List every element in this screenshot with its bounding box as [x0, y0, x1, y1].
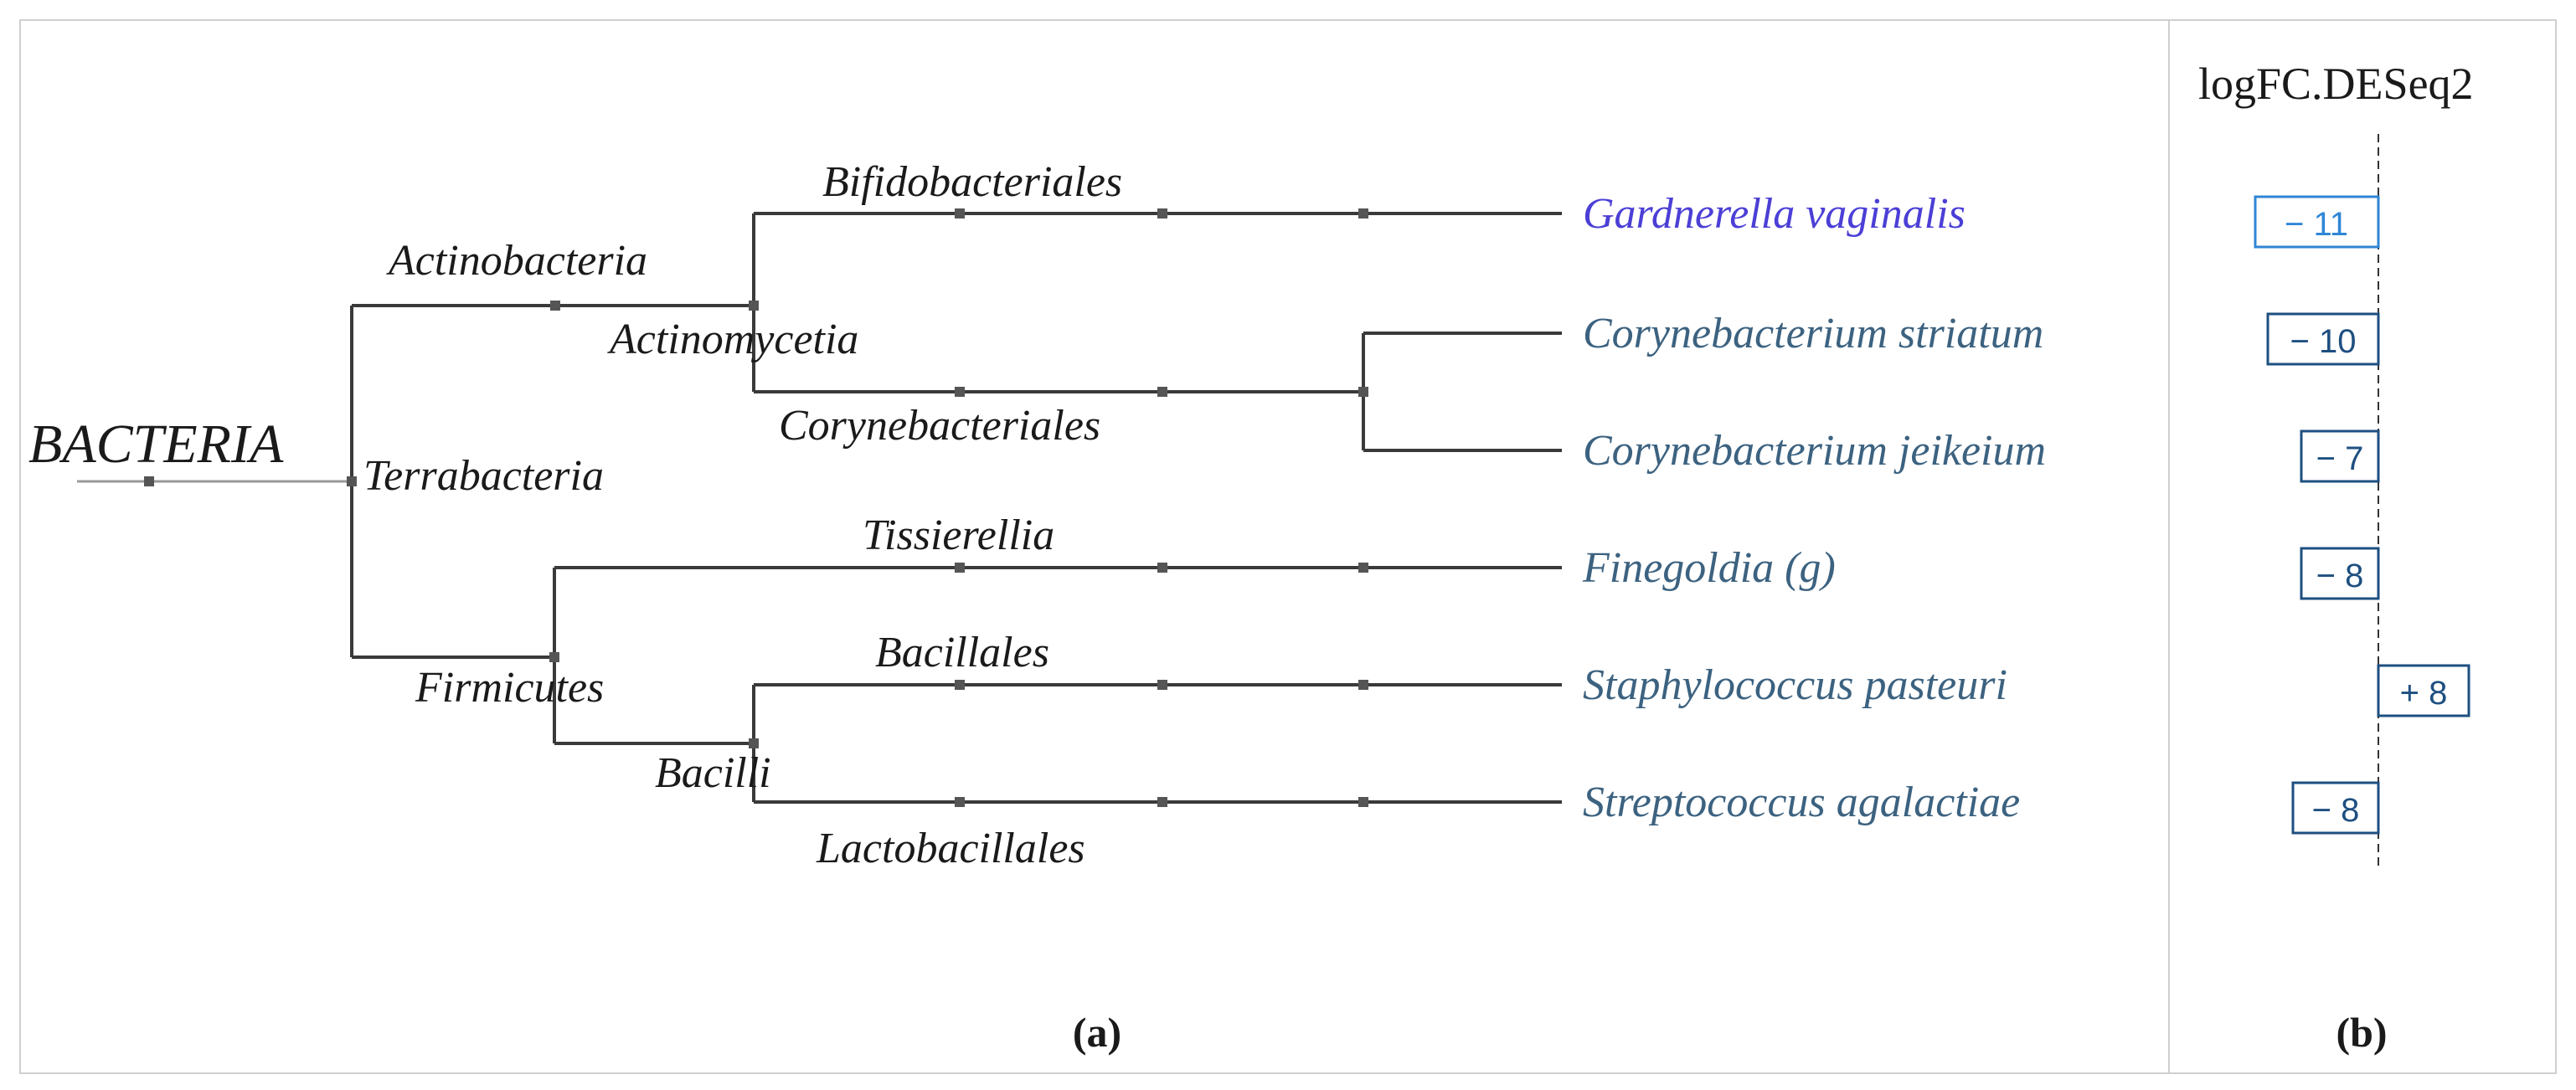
node-label-bacillales: Bacillales: [875, 629, 1049, 676]
node-label-firmicutes: Firmicutes: [415, 664, 604, 712]
node-dot: [955, 563, 965, 573]
node-dot: [1358, 387, 1368, 397]
logfc-value: − 11: [2285, 206, 2348, 243]
logfc-value: + 8: [2400, 675, 2448, 712]
logfc-box-rect: [2254, 195, 2380, 249]
node-label-actinomycetia: Actinomycetia: [607, 316, 858, 363]
logfc-box: − 7: [2300, 429, 2380, 483]
logfc-value: − 8: [2312, 792, 2360, 829]
node-dot: [1157, 387, 1167, 397]
node-dot: [550, 301, 560, 311]
node-dot: [749, 301, 759, 311]
node-dot: [749, 738, 759, 748]
node-dot: [1358, 208, 1368, 219]
node-label-bifidobacteriales: Bifidobacteriales: [822, 158, 1122, 206]
leaf-label: Staphylococcus pasteuri: [1583, 661, 2007, 709]
logfc-box-rect: [2377, 664, 2470, 717]
panel-label-b: (b): [2336, 1009, 2387, 1056]
node-dot: [1157, 797, 1167, 807]
logfc-box: + 8: [2377, 664, 2470, 717]
node-label-actinobacteria: Actinobacteria: [386, 237, 647, 285]
panel-label-a: (a): [1073, 1009, 1121, 1056]
logfc-value: − 7: [2316, 440, 2364, 477]
node-dot: [1358, 797, 1368, 807]
logfc-value: − 8: [2316, 558, 2364, 594]
node-dot: [1358, 680, 1368, 690]
panel-b-frame: [2168, 19, 2557, 1074]
node-dot: [549, 652, 559, 662]
node-dot: [955, 797, 965, 807]
leaf-label: Corynebacterium jeikeium: [1583, 427, 2046, 475]
node-dot: [1157, 680, 1167, 690]
node-label-corynebacteriales: Corynebacteriales: [779, 402, 1100, 450]
node-dot: [144, 476, 154, 486]
node-dot: [1358, 563, 1368, 573]
node-label-tissierellia: Tissierellia: [863, 512, 1054, 559]
logfc-value: − 10: [2290, 323, 2357, 360]
node-dot: [955, 680, 965, 690]
node-dot: [955, 387, 965, 397]
logfc-box-rect: [2291, 781, 2380, 835]
logfc-box: − 8: [2300, 547, 2380, 600]
logfc-box: − 10: [2266, 312, 2380, 366]
logfc-header: logFC.DESeq2: [2198, 59, 2474, 109]
logfc-box-rect: [2300, 547, 2380, 600]
tree-branches: [77, 212, 1562, 804]
node-label-terrabacteria: Terrabacteria: [363, 452, 604, 500]
leaf-label: Gardnerella vaginalis: [1583, 190, 1965, 238]
node-dot: [1157, 208, 1167, 219]
tree-nodes: [144, 208, 1368, 807]
node-label-lactobacillales: Lactobacillales: [816, 825, 1085, 872]
logfc-box-rect: [2300, 429, 2380, 483]
root-label: BACTERIA: [28, 414, 284, 475]
logfc-box-rect: [2266, 312, 2380, 366]
logfc-box: − 11: [2254, 195, 2380, 249]
leaf-label: Streptococcus agalactiae: [1583, 779, 2020, 826]
node-dot: [347, 476, 357, 486]
leaf-label: Finegoldia (g): [1582, 544, 1836, 592]
node-dot: [955, 208, 965, 219]
node-dot: [1157, 563, 1167, 573]
node-label-bacilli: Bacilli: [655, 749, 771, 797]
logfc-box: − 8: [2291, 781, 2380, 835]
leaf-label: Corynebacterium striatum: [1583, 310, 2043, 357]
